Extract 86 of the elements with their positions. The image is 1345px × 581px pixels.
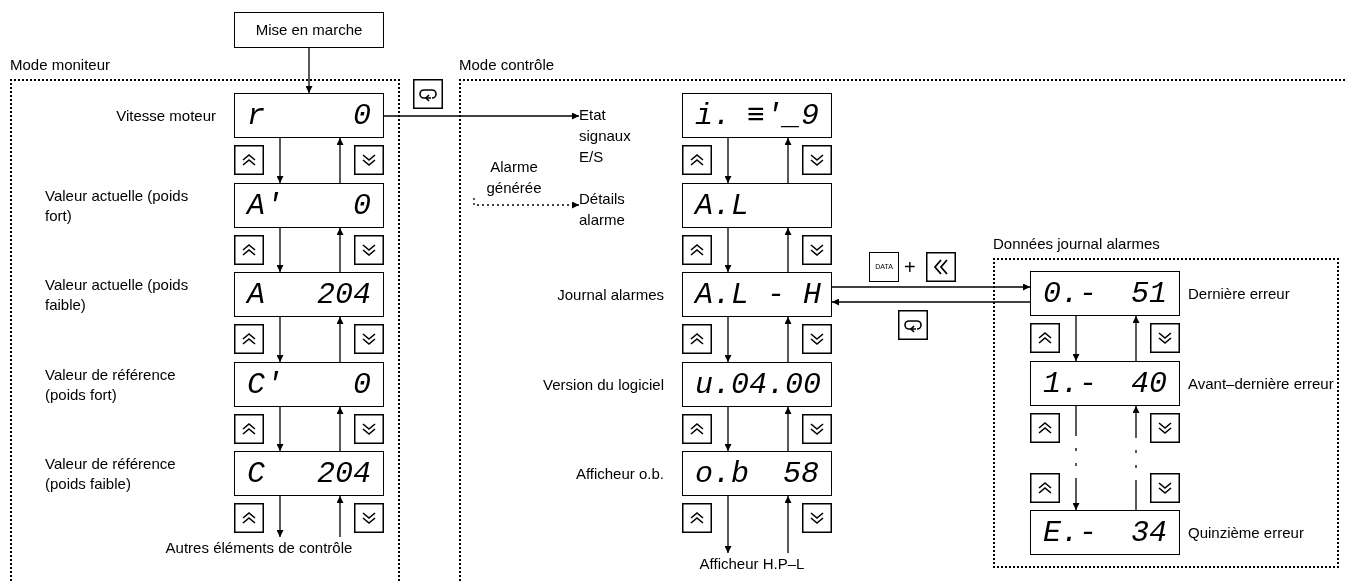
arrow	[276, 406, 284, 452]
segment-display	[1030, 361, 1180, 406]
arrow	[831, 298, 1031, 306]
segment-display	[234, 451, 384, 496]
plus-sign: +	[904, 255, 916, 279]
arrow	[1072, 315, 1080, 362]
display-caption: Avant–dernière erreur	[1188, 373, 1334, 394]
display-readout: i.	[695, 100, 731, 131]
group-heading: Mode moniteur	[10, 55, 111, 75]
display-caption: Dernière erreur	[1188, 283, 1290, 304]
segment-display	[682, 272, 832, 317]
display-readout: 0	[353, 100, 371, 131]
display-caption: Valeur actuelle (poids fort)	[45, 185, 190, 226]
display-caption: Journal alarmes	[557, 284, 664, 305]
display-caption: Quinzième erreur	[1188, 522, 1304, 543]
display-readout: 0	[353, 369, 371, 400]
arrow	[276, 137, 284, 184]
display-caption: Vitesse moteur	[116, 105, 216, 126]
display-readout: A	[247, 279, 265, 310]
display-caption: Version du logiciel	[543, 374, 664, 395]
display-readout: u.04.00	[695, 369, 822, 400]
arrow	[336, 406, 344, 452]
segment-display	[234, 362, 384, 407]
arrow	[336, 137, 344, 184]
display-readout: 58	[783, 458, 819, 489]
display-readout: C	[247, 458, 265, 489]
arrow	[784, 227, 792, 273]
display-readout: 1.-	[1043, 368, 1097, 399]
segment-display	[234, 93, 384, 138]
display-readout: 204	[317, 279, 371, 310]
arrow	[276, 495, 284, 538]
segment-display	[682, 93, 832, 138]
segment-display	[234, 272, 384, 317]
state-label: Etat signaux E/S	[579, 102, 659, 168]
display-readout: 204	[317, 458, 371, 489]
display-readout: A.L	[695, 190, 749, 221]
display-caption: Valeur actuelle (poids faible)	[45, 274, 190, 315]
group-heading: Données journal alarmes	[993, 234, 1160, 254]
display-readout: 0	[353, 190, 371, 221]
arrow	[336, 495, 344, 538]
display-readout: C'	[247, 369, 283, 400]
segment-display	[1030, 510, 1180, 555]
arrow	[724, 406, 732, 452]
display-readout: A.L - H	[695, 279, 822, 310]
state-label: Afficheur H.P–L	[672, 553, 832, 573]
arrow	[1132, 405, 1140, 511]
state-label: Alarme générée	[470, 156, 558, 198]
display-readout: E.-	[1043, 517, 1097, 548]
display-readout: A'	[247, 190, 283, 221]
arrow	[724, 227, 732, 273]
arrow	[1132, 315, 1140, 362]
arrow	[784, 316, 792, 363]
display-readout: r	[247, 100, 265, 131]
arrow	[784, 137, 792, 184]
display-caption: Valeur de référence (poids fort)	[45, 364, 177, 405]
display-readout: 51	[1131, 278, 1167, 309]
display-readout: 0.-	[1043, 278, 1097, 309]
segment-display	[682, 451, 832, 496]
arrow	[383, 112, 580, 120]
arrow	[305, 47, 313, 94]
display-caption: Valeur de référence (poids faible)	[45, 453, 177, 494]
arrow	[1072, 405, 1080, 511]
arrow	[724, 316, 732, 363]
state-label: Autres éléments de contrôle	[128, 537, 390, 557]
arrow	[473, 197, 580, 209]
segment-display	[234, 183, 384, 228]
arrow	[784, 495, 792, 554]
arrow	[831, 283, 1031, 291]
segment-display	[682, 183, 832, 228]
display-readout: ≡'_9	[747, 100, 819, 131]
display-caption: Afficheur o.b.	[575, 463, 664, 484]
arrow	[336, 227, 344, 273]
arrow	[276, 227, 284, 273]
state-label: Détails alarme	[579, 187, 655, 231]
segment-display	[682, 362, 832, 407]
display-readout: o.b	[695, 458, 749, 489]
group-heading: Mode contrôle	[459, 55, 555, 75]
display-readout: 34	[1131, 517, 1167, 548]
process-box: Mise en marche	[234, 12, 384, 48]
arrow	[784, 406, 792, 452]
arrow	[724, 495, 732, 554]
segment-display	[1030, 271, 1180, 316]
arrow	[724, 137, 732, 184]
arrow	[336, 316, 344, 363]
arrow	[276, 316, 284, 363]
display-readout: 40	[1131, 368, 1167, 399]
